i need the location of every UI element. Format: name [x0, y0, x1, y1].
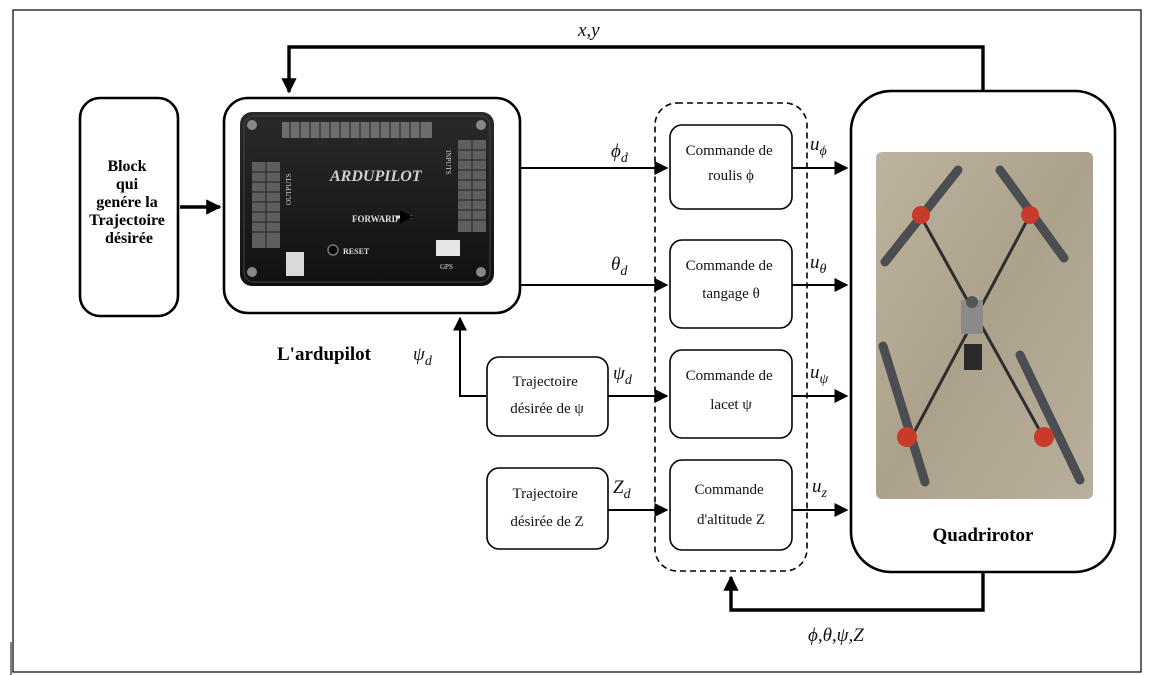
u-z-label: uz	[812, 476, 828, 501]
trajectory-z-block	[486, 467, 609, 550]
svg-text:INPUTS: INPUTS	[444, 150, 452, 175]
trajectory-psi-block	[486, 356, 609, 437]
trajectory-generator-block	[78, 96, 180, 318]
svg-text:GPS: GPS	[440, 263, 453, 271]
controller-roll-label: Commande de roulis ϕ	[686, 143, 777, 184]
theta-d-label: θd	[611, 254, 628, 279]
svg-text:ARDUPILOT: ARDUPILOT	[329, 168, 423, 185]
controller-group	[654, 102, 808, 572]
quadrirotor-photo	[876, 152, 1093, 499]
u-psi-label: uψ	[810, 362, 829, 387]
feedback-states-label: ϕ,θ,ψ,Z	[808, 625, 864, 646]
ardupilot-board-image: ARDUPILOT FORWARD RESET GPS OUTPUTS INPU…	[240, 112, 494, 286]
z-d-label: Zd	[613, 477, 632, 502]
feedback-states-line	[723, 572, 985, 612]
svg-text:RESET: RESET	[343, 247, 370, 256]
psi-to-ardupilot-line	[453, 316, 486, 397]
trajectory-z-label: Trajectoire désirée de Z	[510, 486, 583, 530]
controller-yaw	[669, 349, 793, 439]
u-theta-label: uθ	[810, 252, 827, 277]
u-phi-label: uϕ	[810, 134, 827, 159]
feedback-xy-label: x,y	[577, 20, 600, 41]
svg-text:FORWARD: FORWARD	[352, 214, 399, 224]
controller-yaw-label: Commande de lacet ψ	[686, 368, 777, 413]
svg-text:OUTPUTS: OUTPUTS	[285, 173, 293, 205]
phi-d-label: ϕd	[611, 141, 629, 166]
psi-to-ardupilot-label: ψd	[413, 344, 433, 369]
controller-roll	[669, 124, 793, 210]
psi-d-label: ψd	[613, 363, 633, 388]
controller-pitch	[669, 239, 793, 329]
controller-pitch-label: Commande de tangage θ	[686, 258, 777, 302]
figure-frame	[12, 9, 1142, 673]
controller-altitude-label: Commande d'altitude Z	[695, 482, 768, 528]
ardupilot-caption: L'ardupilot	[277, 344, 372, 365]
quadrirotor-caption: Quadrirotor	[933, 525, 1035, 546]
feedback-xy-line	[281, 45, 985, 94]
trajectory-generator-text: Block qui genére la Trajectoire désirée	[89, 158, 169, 247]
controller-altitude	[669, 459, 793, 551]
trajectory-psi-label: Trajectoire désirée de ψ	[510, 374, 584, 417]
